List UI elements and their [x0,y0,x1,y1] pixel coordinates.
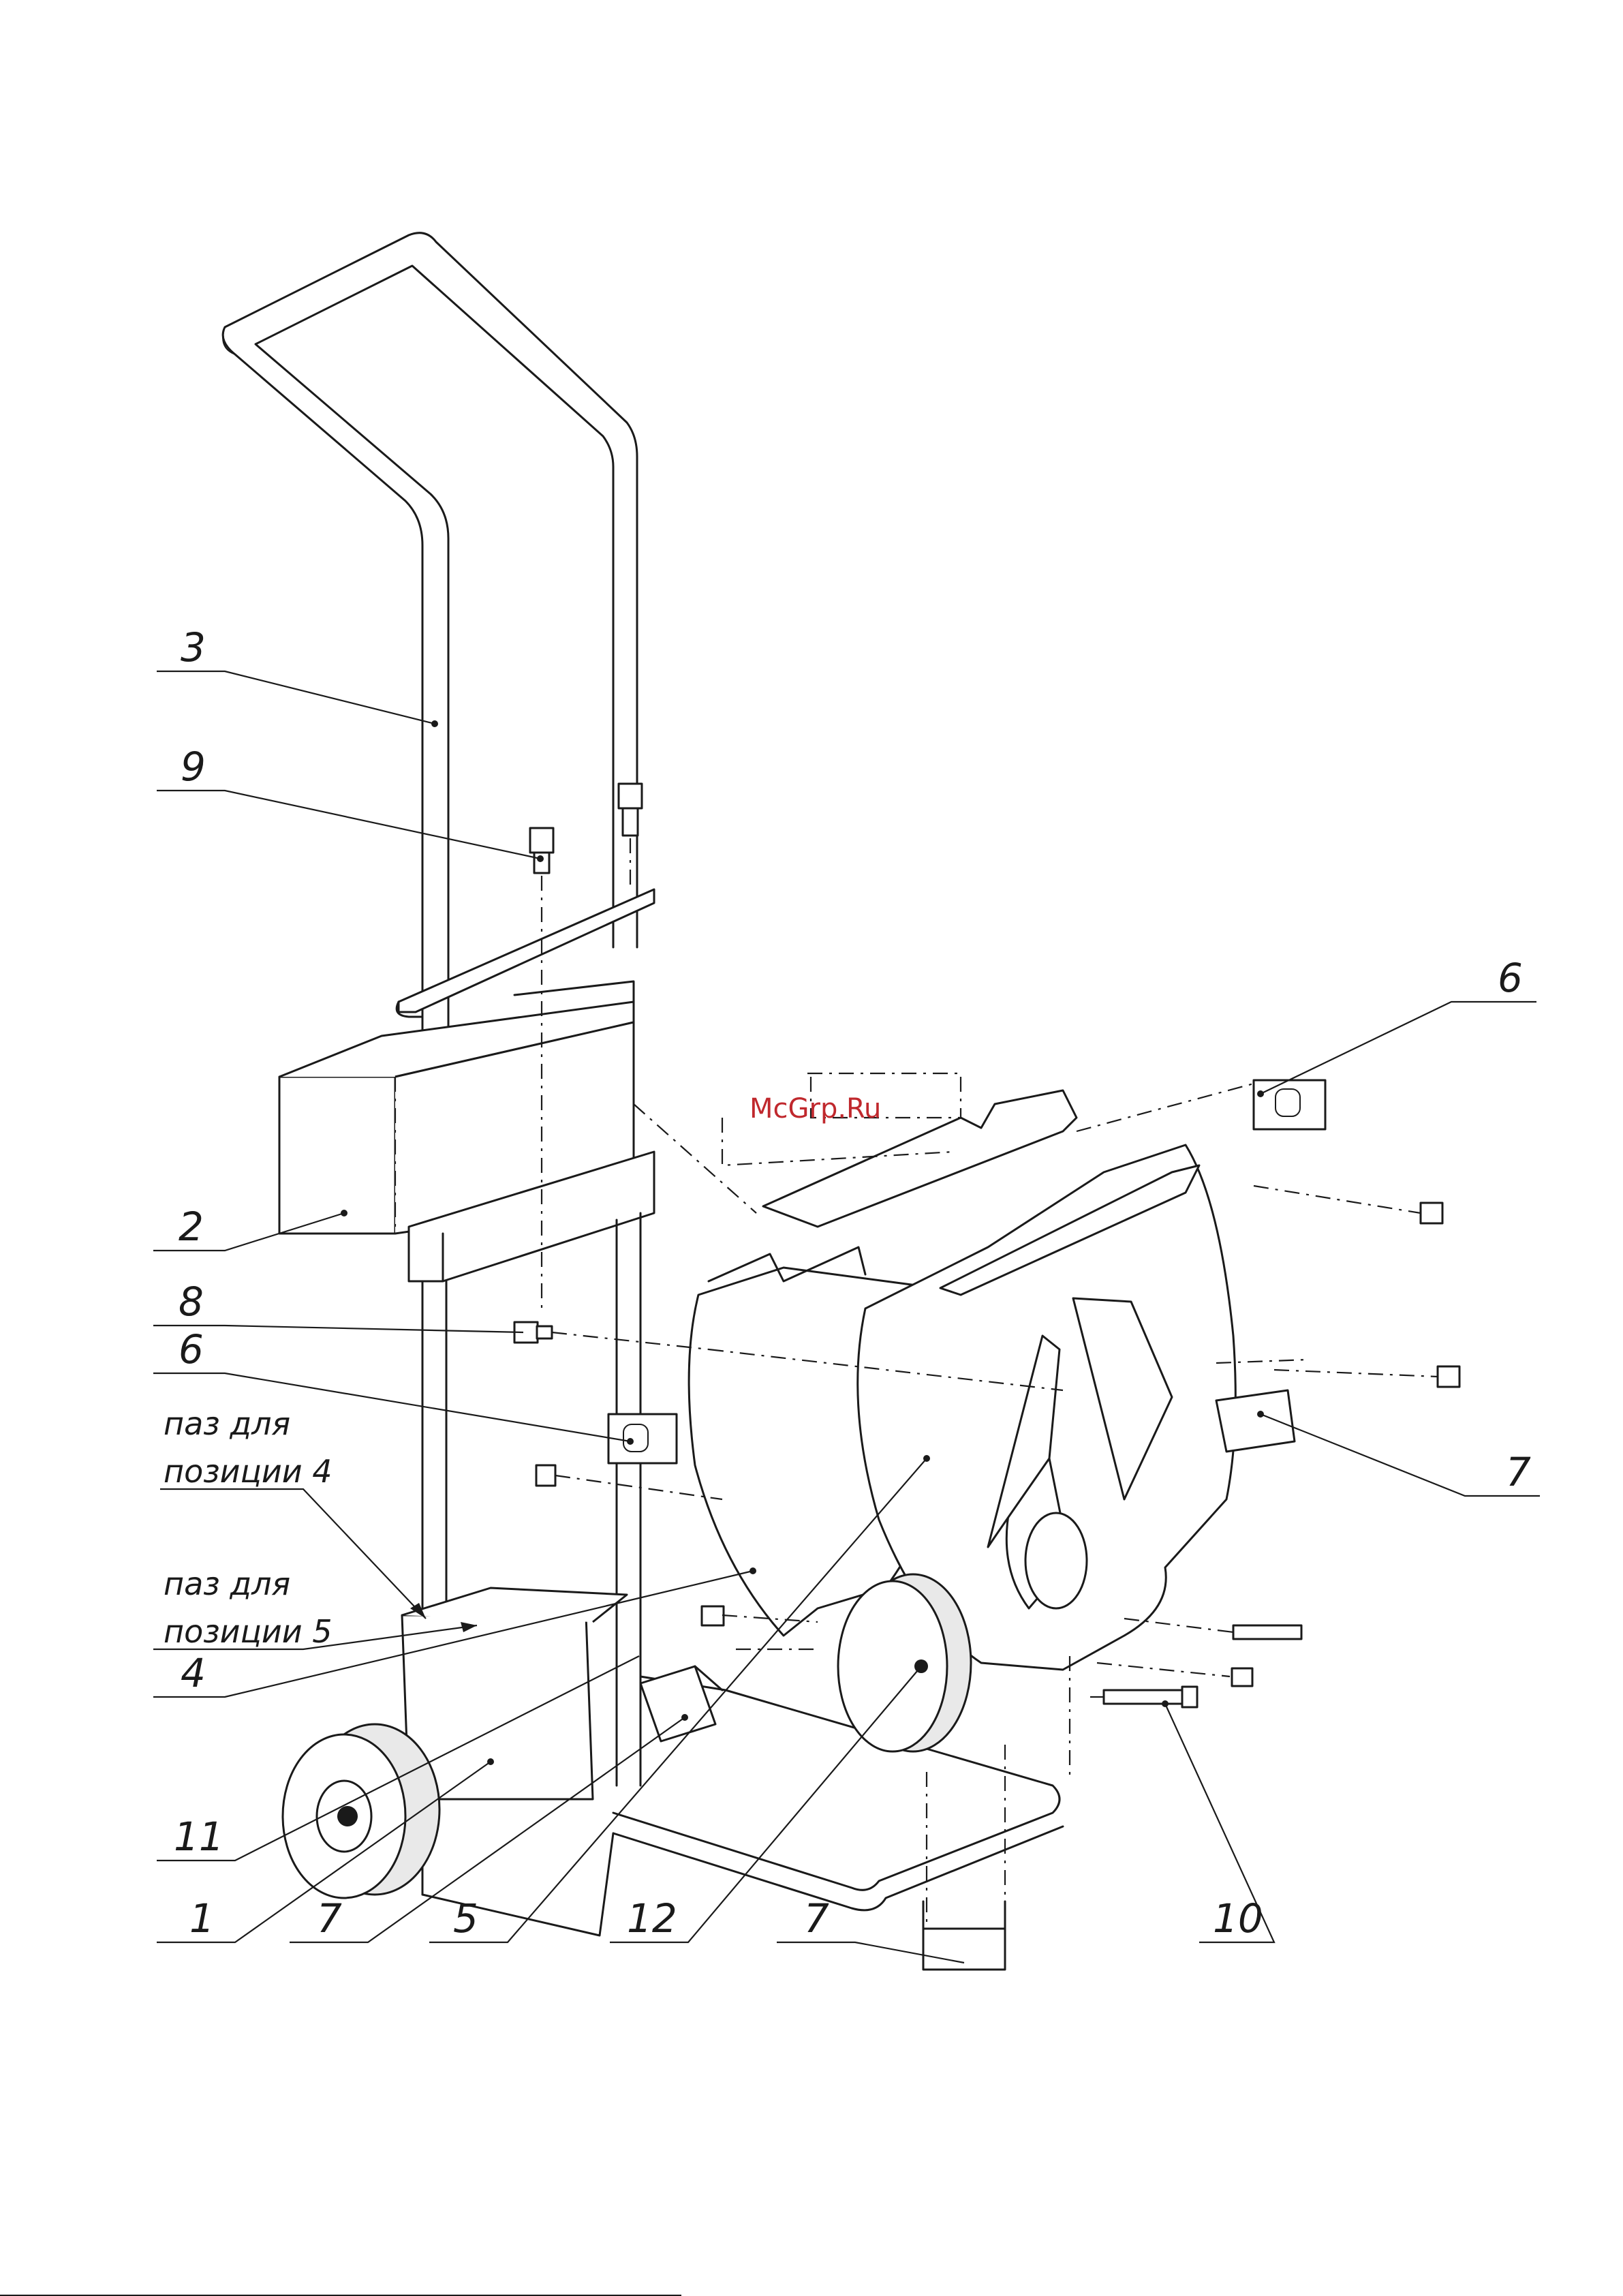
callout-7-right: 7 [1506,1449,1531,1495]
callout-7-bottom: 7 [804,1895,829,1942]
bracket-6-right [1254,1080,1325,1129]
handle-clamp-bar [397,889,654,1017]
callout-3: 3 [181,624,206,671]
bracket-6-left [608,1414,677,1463]
callout-9: 9 [181,744,206,790]
callout-10: 10 [1213,1895,1263,1942]
slot-4-note-line2: позиции 4 [164,1453,333,1490]
callout-12: 12 [627,1895,677,1942]
chassis-plate [402,1588,627,1799]
callout-6-left: 6 [179,1326,204,1373]
bracket-7-bottom [923,1901,1005,1970]
bolt-right-upper [1421,1203,1459,1387]
left-wheel [283,1724,439,1898]
callout-8: 8 [179,1279,204,1325]
slot-5-note-line2: позиции 5 [164,1613,333,1650]
watermark-text: McGrp.Ru [749,1093,881,1124]
callout-7-bottom-left: 7 [317,1895,342,1942]
slot-4-note-line1: паз для [164,1405,290,1442]
callout-1: 1 [189,1895,215,1942]
callout-11: 11 [174,1813,224,1860]
bolt-9-right [619,784,642,836]
bracket-7-right [1216,1390,1295,1452]
callout-2: 2 [179,1204,204,1250]
bolt-9-left [530,828,553,873]
slot-5-note-line1: паз для [164,1565,290,1602]
callout-4: 4 [181,1650,206,1696]
callout-6-right: 6 [1498,955,1523,1001]
callout-5: 5 [453,1895,478,1942]
